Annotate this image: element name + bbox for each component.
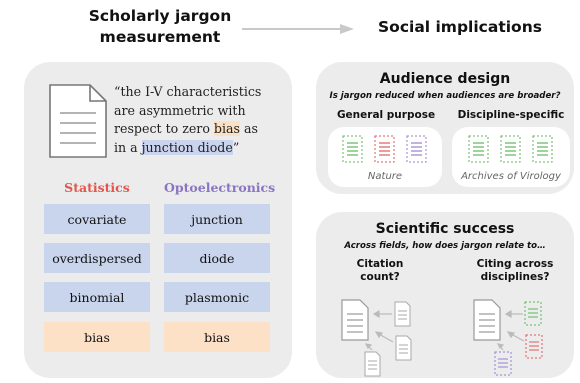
optoelectronics-column-header: Optoelectronics	[164, 180, 276, 195]
purple-paper-icon	[406, 135, 427, 163]
left-title: Scholarly jargon measurement	[60, 6, 260, 48]
citation-label-line-1: Citation	[356, 258, 404, 270]
citing-across-label: Citing across disciplines?	[460, 258, 570, 284]
document-icon	[49, 84, 107, 158]
discipline-specific-card	[452, 127, 570, 187]
central-paper-icon	[341, 299, 369, 341]
general-purpose-label: General purpose	[336, 109, 436, 121]
green-citing-paper-icon	[524, 301, 542, 326]
arrow-right-icon	[242, 24, 354, 34]
general-purpose-card	[328, 127, 442, 187]
term-binomial: binomial	[44, 282, 150, 312]
right-title: Social implications	[378, 18, 542, 36]
term-overdispersed: overdispersed	[44, 243, 150, 273]
general-purpose-papers	[342, 135, 427, 163]
citation-count-diagram	[341, 299, 412, 377]
scientific-success-title: Scientific success	[375, 221, 515, 237]
citation-label-line-2: count?	[360, 271, 400, 283]
discipline-specific-label: Discipline-specific	[457, 109, 565, 121]
quote-line-3: respect to zero bias as	[114, 120, 284, 139]
quote-line-3-pre: respect to zero	[114, 121, 214, 136]
citation-arrows	[364, 309, 394, 351]
quote-line-1: “the I-V characteristics	[114, 84, 262, 99]
red-paper-icon	[374, 135, 395, 163]
highlight-junction-diode: junction diode	[141, 139, 233, 155]
specific-journal-name: Archives of Virology	[461, 171, 561, 182]
red-citing-paper-icon	[525, 334, 543, 359]
quote-line-3-post: as	[239, 121, 258, 136]
audience-design-question: Is jargon reduced when audiences are bro…	[329, 91, 561, 101]
audience-design-title: Audience design	[379, 71, 511, 87]
purple-citing-paper-icon	[494, 351, 512, 376]
statistics-column-header: Statistics	[64, 180, 130, 195]
green-paper-icon	[532, 135, 553, 163]
quote-line-4: in a junction diode”	[114, 139, 284, 158]
citation-arrows	[496, 309, 525, 351]
citing-paper-icon	[395, 335, 412, 361]
citing-label-line-1: Citing across	[476, 258, 554, 270]
term-bias-statistics: bias	[44, 322, 150, 352]
central-paper-icon	[473, 299, 501, 341]
quote-line-2: are asymmetric with	[114, 102, 246, 118]
term-junction: junction	[164, 204, 270, 234]
quote-line-4-post: ”	[232, 139, 240, 155]
green-paper-icon	[500, 135, 521, 163]
example-sentence: “the I-V characteristics are asymmetric …	[114, 83, 284, 157]
term-covariate: covariate	[44, 204, 150, 234]
citing-paper-icon	[364, 351, 381, 377]
quote-line-4-pre: in a	[114, 139, 142, 155]
term-plasmonic: plasmonic	[164, 282, 270, 312]
green-paper-icon	[468, 135, 489, 163]
scientific-success-question: Across fields, how does jargon relate to…	[344, 241, 546, 251]
term-diode: diode	[164, 243, 270, 273]
left-title-line-1: Scholarly jargon	[88, 7, 232, 25]
discipline-specific-papers	[468, 135, 553, 163]
left-title-line-2: measurement	[99, 28, 221, 46]
general-journal-name: Nature	[367, 171, 403, 182]
citing-across-diagram	[473, 299, 543, 376]
term-bias-optoelectronics: bias	[164, 322, 270, 352]
citing-label-line-2: disciplines?	[480, 271, 550, 283]
citing-paper-icon	[394, 301, 411, 327]
green-paper-icon	[342, 135, 363, 163]
highlight-bias: bias	[213, 121, 240, 136]
citation-count-label: Citation count?	[330, 258, 430, 284]
